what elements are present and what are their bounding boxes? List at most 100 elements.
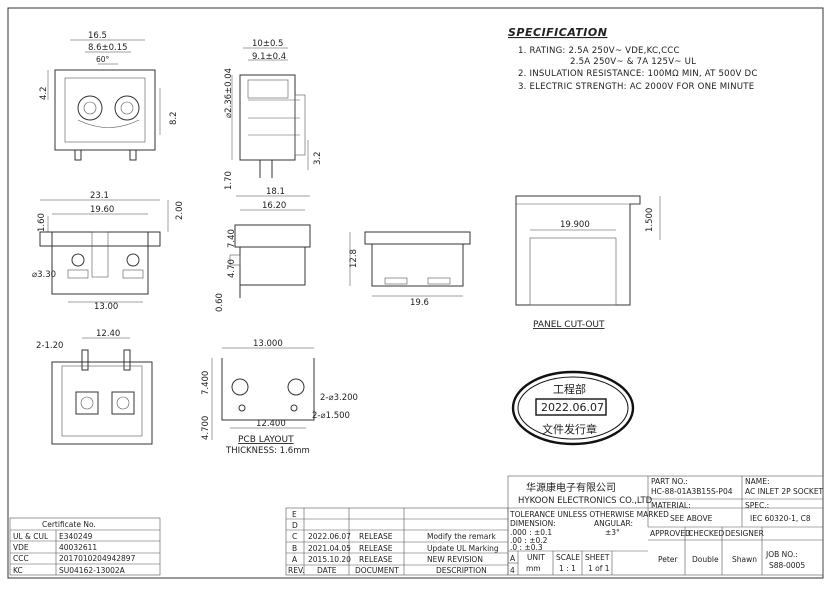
front-view: 23.1 19.60 13.00 1.60 2.00 ⌀3.30 xyxy=(32,191,185,312)
cert-name: VDE xyxy=(13,543,29,552)
tolerance-title: TOLERANCE UNLESS OTHERWISE MARKED xyxy=(509,510,669,519)
dim-0-60: 0.60 xyxy=(215,293,225,312)
cert-no: SU04162-13002A xyxy=(59,566,126,575)
dim-7-40: 7.40 xyxy=(227,229,237,248)
rev-date: 2015.10.20 xyxy=(308,555,351,564)
scale-label: SCALE xyxy=(556,553,580,562)
rev-desc: Update UL Marking xyxy=(427,544,499,553)
checked-value: Double xyxy=(692,555,719,564)
size-a: A xyxy=(510,554,516,563)
cert-name: CCC xyxy=(13,554,29,563)
sheet-label: SHEET xyxy=(585,553,610,562)
dim-4-700: 4.700 xyxy=(201,416,211,440)
cert-name: UL & CUL xyxy=(13,532,49,541)
dim-12-40: 12.40 xyxy=(96,329,120,339)
spec-label: SPEC.: xyxy=(745,501,769,510)
rev-desc: NEW REVISION xyxy=(427,555,483,564)
rev-date: 2021.04.05 xyxy=(308,544,351,553)
dim-9-1: 9.1±0.4 xyxy=(252,52,286,62)
dim-4-70: 4.70 xyxy=(227,259,237,278)
spec-line-1: 1. RATING: 2.5A 250V~ VDE,KC,CCC xyxy=(518,46,680,56)
pcb-layout-label: PCB LAYOUT xyxy=(238,435,294,445)
dim-4-2: 4.2 xyxy=(39,86,49,100)
specification-block: SPECIFICATION 1. RATING: 2.5A 250V~ VDE,… xyxy=(508,26,757,92)
dim-2-36: ⌀2.36±0.04 xyxy=(224,68,234,118)
dim-2-1-20: 2-1.20 xyxy=(36,341,63,351)
company-cn: 华源康电子有限公司 xyxy=(526,481,616,494)
designer-label: DESIGNER xyxy=(725,529,764,538)
dim-1-70: 1.70 xyxy=(224,171,234,190)
unit-label: UNIT xyxy=(527,553,545,562)
dim-1-500: 1.500 xyxy=(645,208,655,232)
certificates-table: Certificate No. UL & CUL E340249 VDE 400… xyxy=(9,517,161,576)
tolerance-angular: ANGULAR: xyxy=(594,519,633,528)
rev-header-date: DATE xyxy=(317,566,337,575)
rev-desc: Modify the remark xyxy=(427,532,496,541)
stamp-bottom-text: 文件发行章 xyxy=(542,422,597,436)
scale-value: 1 : 1 xyxy=(559,564,576,573)
dim-13-000: 13.000 xyxy=(253,339,283,349)
rev-doc: RELEASE xyxy=(359,555,393,564)
pcb-thickness: THICKNESS: 1.6mm xyxy=(225,446,310,456)
dim-16-5: 16.5 xyxy=(88,31,107,41)
tolerance-dimension: DIMENSION: xyxy=(510,519,556,528)
dim-holes-big: 2-⌀3.200 xyxy=(320,393,358,403)
tolerance-angular-value: ±3° xyxy=(605,528,620,537)
stamp-date: 2022.06.07 xyxy=(541,401,604,414)
rev-header-doc: DOCUMENT xyxy=(355,566,399,575)
rev-header-rev: REV. xyxy=(288,566,305,575)
rev-date: 2022.06.07 xyxy=(308,532,351,541)
job-value: S88-0005 xyxy=(769,561,805,570)
panel-cutout: 19.900 1.500 PANEL CUT-OUT xyxy=(515,195,661,330)
sheet-value: 1 of 1 xyxy=(588,564,610,573)
stamp-top-text: 工程部 xyxy=(553,382,586,396)
tolerance-t1: .000 : ±0.1 xyxy=(510,528,552,537)
panel-cutout-label: PANEL CUT-OUT xyxy=(533,320,605,330)
bottom-view: 12.40 2-1.20 xyxy=(36,329,153,445)
rev-letter: A xyxy=(292,555,298,564)
rev-letter: B xyxy=(292,544,297,553)
size-4: 4 xyxy=(510,566,515,575)
dim-19-6: 19.6 xyxy=(410,298,429,308)
side-view-2: 18.1 16.20 7.40 4.70 0.60 xyxy=(215,187,311,312)
company-en: HYKOON ELECTRONICS CO.,LTD xyxy=(518,496,653,506)
designer-value: Shawn xyxy=(732,555,757,564)
checked-label: CHECKED xyxy=(688,529,725,538)
name-value: AC INLET 2P SOCKET xyxy=(745,487,824,496)
dim-12-8: 12.8 xyxy=(349,249,359,268)
dim-8-2: 8.2 xyxy=(169,111,179,125)
revision-table: E D C 2022.06.07 RELEASE Modify the rema… xyxy=(285,507,509,576)
dim-10: 10±0.5 xyxy=(252,39,283,49)
tolerance-t2: .00 : ±0.2 xyxy=(510,536,548,545)
rev-doc: RELEASE xyxy=(359,544,393,553)
approved-value: Peter xyxy=(658,555,678,564)
cert-no: 2017010204942897 xyxy=(59,554,136,563)
dim-12-400: 12.400 xyxy=(256,419,286,429)
dim-60deg: 60° xyxy=(96,55,110,64)
spec-line-1b: 2.5A 250V~ & 7A 125V~ UL xyxy=(570,57,696,67)
dim-1-60: 1.60 xyxy=(37,213,47,232)
partno-label: PART NO.: xyxy=(651,477,688,486)
top-view: 16.5 8.6±0.15 60° 4.2 8.2 xyxy=(39,31,179,161)
title-block: 华源康电子有限公司 HYKOON ELECTRONICS CO.,LTD TOL… xyxy=(507,475,824,576)
sheet-border xyxy=(7,7,824,579)
cert-no: 40032611 xyxy=(59,543,97,552)
dim-hole-3-30: ⌀3.30 xyxy=(32,270,56,280)
rev-letter: E xyxy=(292,510,297,519)
cert-header: Certificate No. xyxy=(42,520,96,529)
pcb-layout: 13.000 7.400 4.700 12.400 2-⌀3.200 2-⌀1.… xyxy=(201,339,358,456)
spec-title: SPECIFICATION xyxy=(508,26,607,39)
dim-7-400: 7.400 xyxy=(201,371,211,395)
cert-no: E340249 xyxy=(59,532,93,541)
spec-value: IEC 60320-1, C8 xyxy=(750,514,811,523)
dim-18-1: 18.1 xyxy=(266,187,285,197)
job-label: JOB NO.: xyxy=(765,550,798,559)
partno-value: HC-88-01A3B15S-P04 xyxy=(651,487,733,496)
dim-holes-small: 2-⌀1.500 xyxy=(312,411,350,421)
dim-2-00: 2.00 xyxy=(175,201,185,220)
back-view: 12.8 19.6 xyxy=(349,231,471,308)
dim-19-60: 19.60 xyxy=(90,205,114,215)
unit-value: mm xyxy=(526,564,541,573)
